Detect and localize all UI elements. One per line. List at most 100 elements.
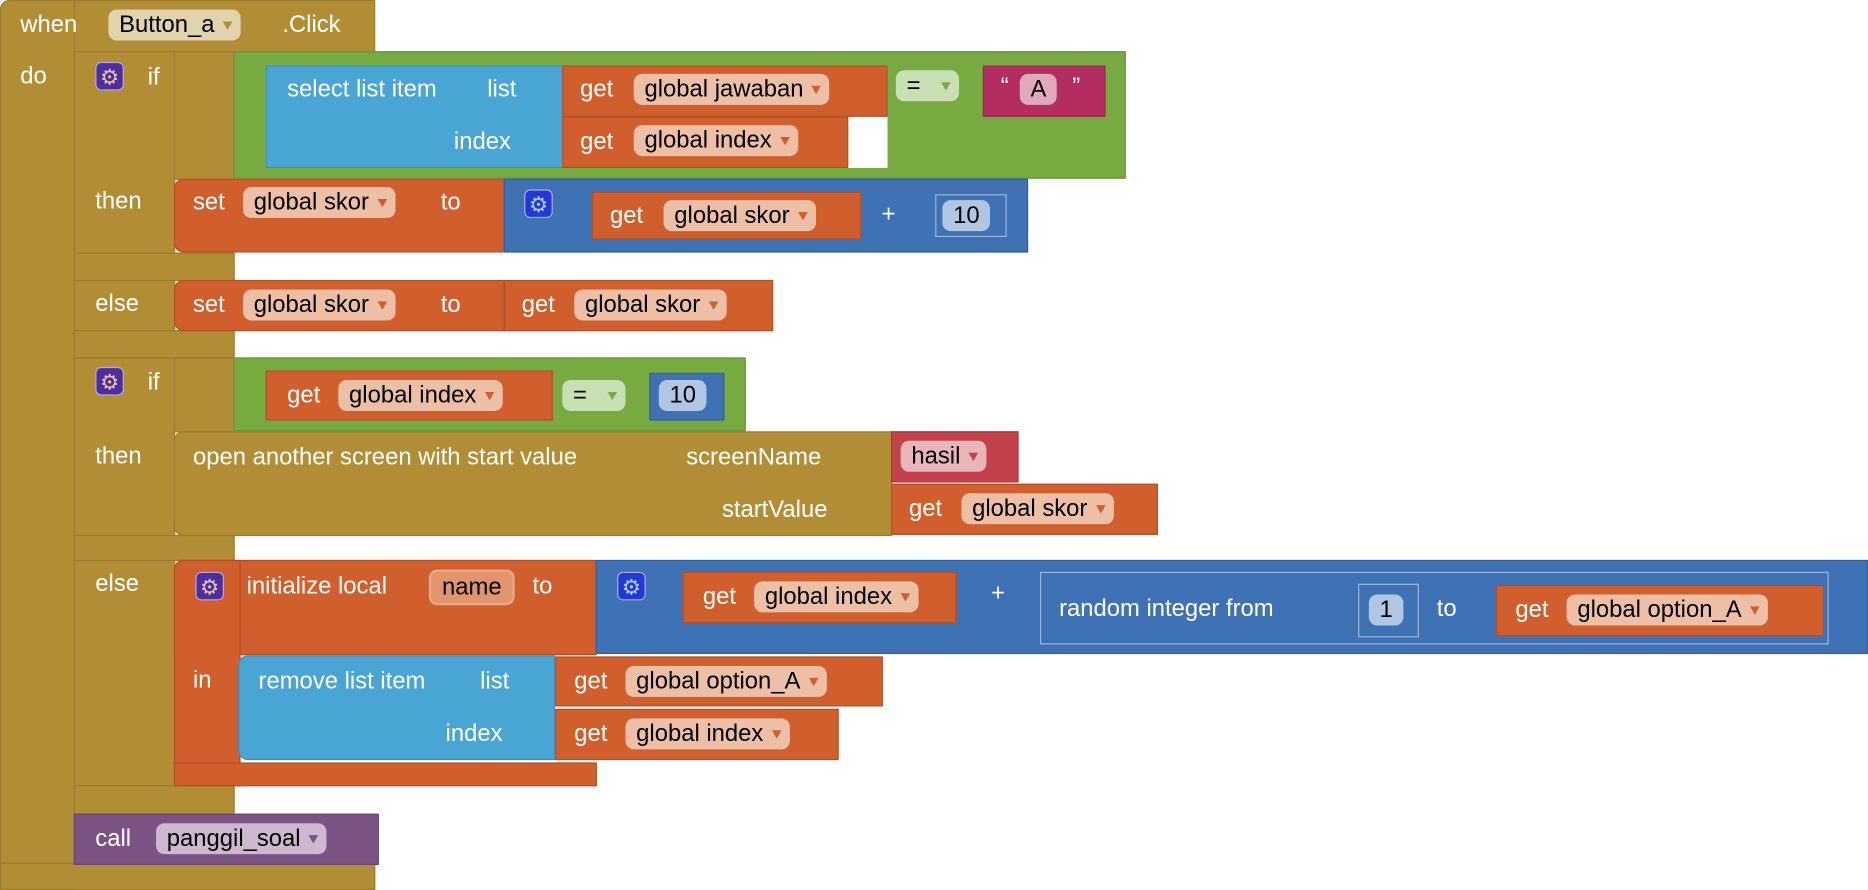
startvalue-label: startValue [721,496,828,523]
variable-name: global index [644,127,772,154]
number-value: 1 [1379,596,1393,624]
plus-label: + [881,201,896,228]
to-label: to [440,189,461,216]
get-label: get [574,720,608,747]
variable-dropdown[interactable]: global index [633,125,798,157]
initialize-local-block[interactable] [173,559,597,656]
else-label: else [95,570,140,597]
get-label: get [574,668,608,695]
remove-list-item-label: remove list item [258,668,426,695]
get-label: get [521,291,555,319]
screen-dropdown[interactable]: hasil [900,440,987,472]
plus-label: + [991,580,1006,607]
variable-dropdown[interactable]: global skor [574,289,727,321]
number-value: 10 [953,202,980,229]
remove-list-item-block[interactable] [238,655,556,761]
variable-dropdown[interactable]: global option_A [1566,594,1768,626]
index-label: index [445,720,503,747]
to-label: to [532,573,553,600]
close-quote: ” [1072,73,1081,101]
open-screen-label: open another screen with start value [192,444,578,471]
index-label: index [453,128,511,155]
local-name-field[interactable]: name [428,569,515,606]
else-label: else [95,290,140,317]
if-block-1-bottom [73,329,235,359]
dropdown-arrow-icon [308,835,319,844]
gear-icon[interactable]: ⚙ [524,189,553,219]
number-field[interactable]: 1 [1368,594,1404,626]
variable-name: global index [636,720,764,747]
get-variable-block[interactable] [555,708,839,761]
dropdown-arrow-icon [377,301,387,310]
number-field[interactable]: 10 [658,380,707,412]
gear-icon[interactable]: ⚙ [617,571,646,601]
get-label: get [908,495,943,522]
procedure-dropdown[interactable]: panggil_soal [156,823,327,855]
dropdown-arrow-icon [808,677,819,687]
operator-dropdown[interactable]: = [562,380,626,412]
component-dropdown[interactable]: Button_a [108,9,241,41]
get-label: get [702,583,737,610]
gear-icon[interactable]: ⚙ [95,366,124,396]
if-block-2-else-row [73,534,235,562]
get-label: get [580,76,614,103]
variable-dropdown[interactable]: global option_A [625,665,827,697]
variable-name: global skor [253,189,369,216]
variable-dropdown[interactable]: global skor [243,187,396,219]
variable-name: global index [764,583,893,610]
get-label: get [580,128,614,155]
variable-dropdown[interactable]: global index [754,581,919,613]
operator: = [573,382,587,409]
select-list-item-label: select list item [287,76,437,103]
gear-icon[interactable]: ⚙ [95,61,124,91]
variable-name: global index [349,382,477,409]
dropdown-arrow-icon [708,301,719,310]
number-field[interactable]: 10 [942,200,991,232]
get-label: get [1515,596,1549,624]
open-screen-block[interactable] [173,431,893,537]
event-block-body[interactable] [0,0,76,890]
component-name: Button_a [119,11,215,39]
dropdown-arrow-icon [1749,606,1760,615]
dropdown-arrow-icon [1095,505,1106,514]
variable-dropdown[interactable]: global skor [243,289,396,321]
screen-name: hasil [911,443,961,470]
gear-icon[interactable]: ⚙ [195,571,224,601]
screenname-label: screenName [686,444,822,471]
dropdown-arrow-icon [968,452,979,462]
if-label: if [147,369,160,396]
text-field[interactable]: A [1019,73,1058,105]
variable-name: global option_A [636,668,801,695]
variable-name: global option_A [1577,596,1742,624]
dropdown-arrow-icon [222,21,233,30]
variable-dropdown[interactable]: global index [625,718,790,750]
initialize-local-bottom [173,762,597,787]
set-label: set [192,189,225,216]
initialize-local-label: initialize local [246,573,387,600]
operator-dropdown[interactable]: = [895,70,960,102]
variable-dropdown[interactable]: global skor [663,200,816,232]
event-block-footer [0,862,376,890]
variable-name: global skor [972,495,1088,522]
dropdown-arrow-icon [377,198,387,208]
list-label: list [480,668,510,695]
select-list-item-block[interactable] [265,65,564,168]
variable-name: global skor [674,202,790,229]
number-value: 10 [669,382,697,409]
if-block-2-column [73,357,176,815]
list-label: list [487,76,517,103]
operator: = [906,72,921,99]
text-value: A [1030,76,1047,103]
dropdown-arrow-icon [811,85,822,95]
variable-dropdown[interactable]: global index [338,380,503,412]
variable-dropdown[interactable]: global skor [961,493,1114,525]
dropdown-arrow-icon [484,391,495,401]
then-label: then [95,443,142,470]
get-label: get [609,202,644,229]
dropdown-arrow-icon [941,82,951,91]
variable-name: global jawaban [644,76,804,103]
variable-dropdown[interactable]: global jawaban [633,73,830,105]
dropdown-arrow-icon [900,593,910,602]
dropdown-arrow-icon [607,391,618,401]
